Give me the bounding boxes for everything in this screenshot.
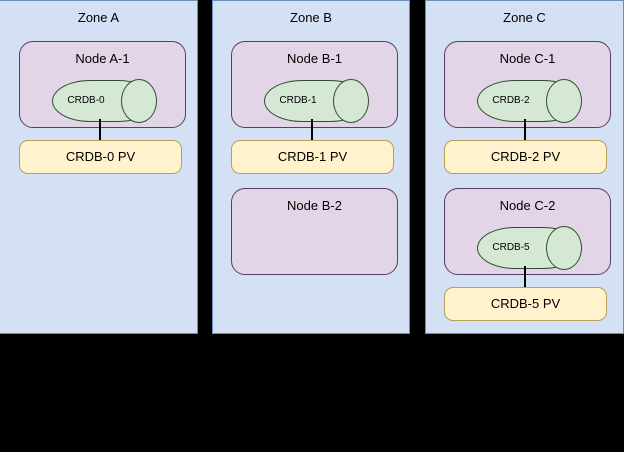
cylinder-cap [546, 226, 582, 270]
crdb-0-pv[interactable]: CRDB-0 PV [19, 140, 182, 174]
node-b-1[interactable]: Node B-1 CRDB-1 [231, 41, 398, 128]
crdb-2-pv[interactable]: CRDB-2 PV [444, 140, 607, 174]
zone-c-title: Zone C [503, 10, 546, 25]
node-a-1-title: Node A-1 [75, 51, 130, 66]
cylinder-cap [333, 79, 369, 123]
cylinder-cap [546, 79, 582, 123]
connector-node-c-1-to-crdb-2-pv [524, 119, 526, 140]
node-c-1-title: Node C-1 [499, 51, 556, 66]
database-cylinder-icon[interactable]: CRDB-0 [52, 79, 157, 123]
database-label: CRDB-5 [492, 242, 530, 253]
database-label: CRDB-2 [492, 95, 530, 106]
database-cylinder-icon[interactable]: CRDB-1 [264, 79, 369, 123]
cylinder-cap [121, 79, 157, 123]
node-c-1[interactable]: Node C-1 CRDB-2 [444, 41, 611, 128]
crdb-5-pv-label: CRDB-5 PV [490, 296, 561, 311]
zone-b-title: Zone B [290, 10, 332, 25]
node-c-2[interactable]: Node C-2 CRDB-5 [444, 188, 611, 275]
zone-b-container: Zone B Node B-1 CRDB-1 CRDB-1 PV Node B-… [212, 0, 410, 334]
database-label: CRDB-0 [67, 95, 105, 106]
node-c-2-title: Node C-2 [499, 198, 556, 213]
database-cylinder-icon[interactable]: CRDB-5 [477, 226, 582, 270]
node-b-2-title: Node B-2 [287, 198, 342, 213]
connector-node-b-1-to-crdb-1-pv [311, 119, 313, 140]
node-b-2[interactable]: Node B-2 [231, 188, 398, 275]
node-b-1-title: Node B-1 [287, 51, 342, 66]
zone-c-container: Zone C Node C-1 CRDB-2 CRDB-2 PV Node C-… [425, 0, 624, 334]
crdb-2-pv-label: CRDB-2 PV [490, 149, 561, 164]
zone-a-title: Zone A [77, 10, 120, 25]
connector-node-a-1-to-crdb-0-pv [99, 119, 101, 140]
crdb-1-pv-label: CRDB-1 PV [277, 149, 348, 164]
node-a-1[interactable]: Node A-1 CRDB-0 [19, 41, 186, 128]
crdb-0-pv-label: CRDB-0 PV [65, 149, 136, 164]
database-cylinder-icon[interactable]: CRDB-2 [477, 79, 582, 123]
crdb-5-pv[interactable]: CRDB-5 PV [444, 287, 607, 321]
database-label: CRDB-1 [279, 95, 317, 106]
zone-a-container: Zone A Node A-1 CRDB-0 CRDB-0 PV [0, 0, 198, 334]
crdb-1-pv[interactable]: CRDB-1 PV [231, 140, 394, 174]
connector-node-c-2-to-crdb-5-pv [524, 266, 526, 287]
